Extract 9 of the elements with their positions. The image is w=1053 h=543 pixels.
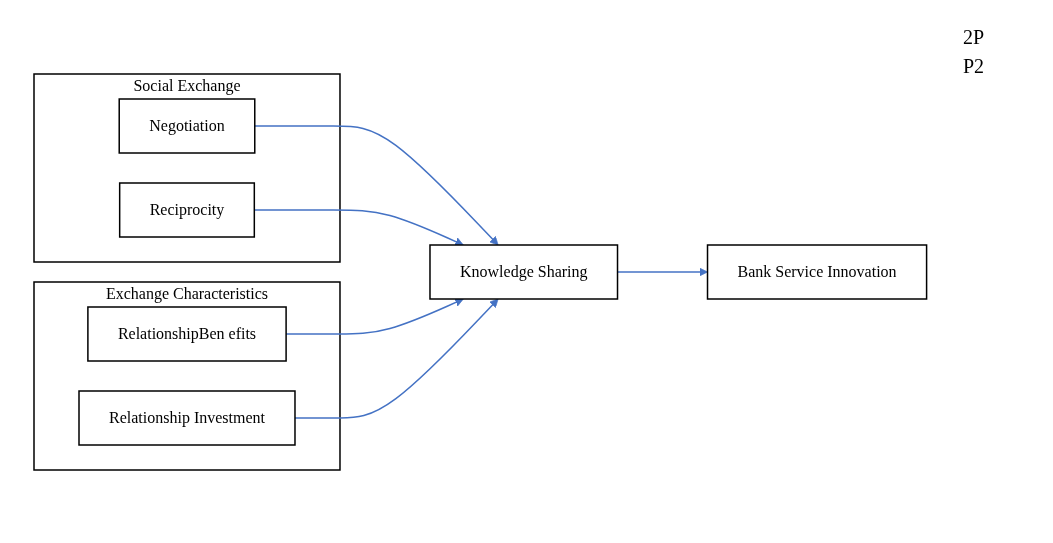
node-box: Knowledge Sharing — [428, 243, 618, 300]
path-label: 2P — [963, 26, 986, 49]
node-box: Relationship Investment — [77, 389, 296, 446]
node-box: RelationshipBen efits — [86, 305, 287, 362]
arrow — [285, 297, 464, 335]
node-box: Bank Service Innovation — [706, 243, 928, 300]
path-label: P2 — [963, 55, 986, 78]
node-box: Reciprocity — [118, 181, 255, 238]
node-box: Negotiation — [118, 97, 256, 154]
